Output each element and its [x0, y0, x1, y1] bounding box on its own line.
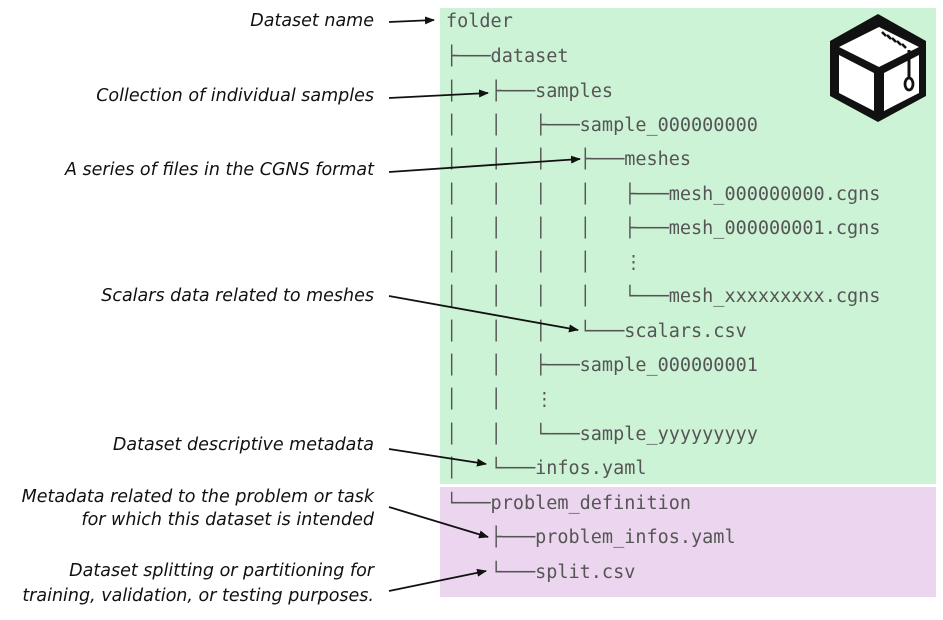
problem-definition-panel: [440, 487, 936, 597]
annotation-infos: Dataset descriptive metadata: [112, 435, 374, 455]
annotation-samples: Collection of individual samples: [96, 86, 374, 106]
tree-line-split: └───split.csv: [446, 562, 636, 583]
annotation-split-line-2: training, validation, or testing purpose…: [22, 586, 374, 606]
arrow-meshes: [388, 155, 581, 173]
arrow-problem-infos: [388, 506, 489, 539]
annotation-scalars: Scalars data related to meshes: [101, 286, 374, 306]
tree-line-infos: │ └───infos.yaml: [446, 458, 647, 479]
tree-line-meshes: │ │ │ ├───meshes: [446, 149, 692, 170]
tree-line-mesh-1: │ │ │ │ ├───mesh_000000001.cgns: [446, 218, 881, 239]
tree-line-sample-last: │ │ └───sample_yyyyyyyyy: [446, 424, 758, 445]
arrow-scalars: [388, 295, 579, 333]
tree-line-mesh-last: │ │ │ │ └───mesh_xxxxxxxxx.cgns: [446, 286, 881, 307]
arrow-dataset-name: [388, 16, 435, 25]
tree-line-dataset: ├───dataset: [446, 46, 569, 67]
tree-line-sample-ellipsis: │ │ ⋮: [446, 389, 554, 410]
annotation-dataset-name: Dataset name: [250, 11, 374, 31]
tree-line-mesh-ellipsis: │ │ │ │ ⋮: [446, 252, 643, 273]
zipped-box-icon: [830, 14, 926, 122]
annotation-problem-infos-line-2: for which this dataset is intended: [81, 510, 374, 530]
annotation-split-line-1: Dataset splitting or partitioning for: [69, 561, 374, 581]
arrow-split: [388, 568, 487, 592]
tree-line-problem-infos: ├───problem_infos.yaml: [446, 527, 736, 548]
arrow-samples: [388, 89, 489, 99]
tree-line-samples: │ ├───samples: [446, 81, 614, 102]
arrow-infos: [388, 448, 487, 467]
tree-line-folder: folder: [446, 11, 513, 32]
annotation-problem-infos-line-1: Metadata related to the problem or task: [21, 487, 374, 507]
tree-line-mesh-0: │ │ │ │ ├───mesh_000000000.cgns: [446, 184, 881, 205]
annotation-meshes: A series of files in the CGNS format: [64, 160, 374, 180]
tree-line-problem-definition: └───problem_definition: [446, 493, 692, 514]
tree-line-sample-0: │ │ ├───sample_000000000: [446, 115, 758, 136]
tree-line-scalars: │ │ │ └───scalars.csv: [446, 321, 747, 342]
tree-line-sample-1: │ │ ├───sample_000000001: [446, 355, 758, 376]
